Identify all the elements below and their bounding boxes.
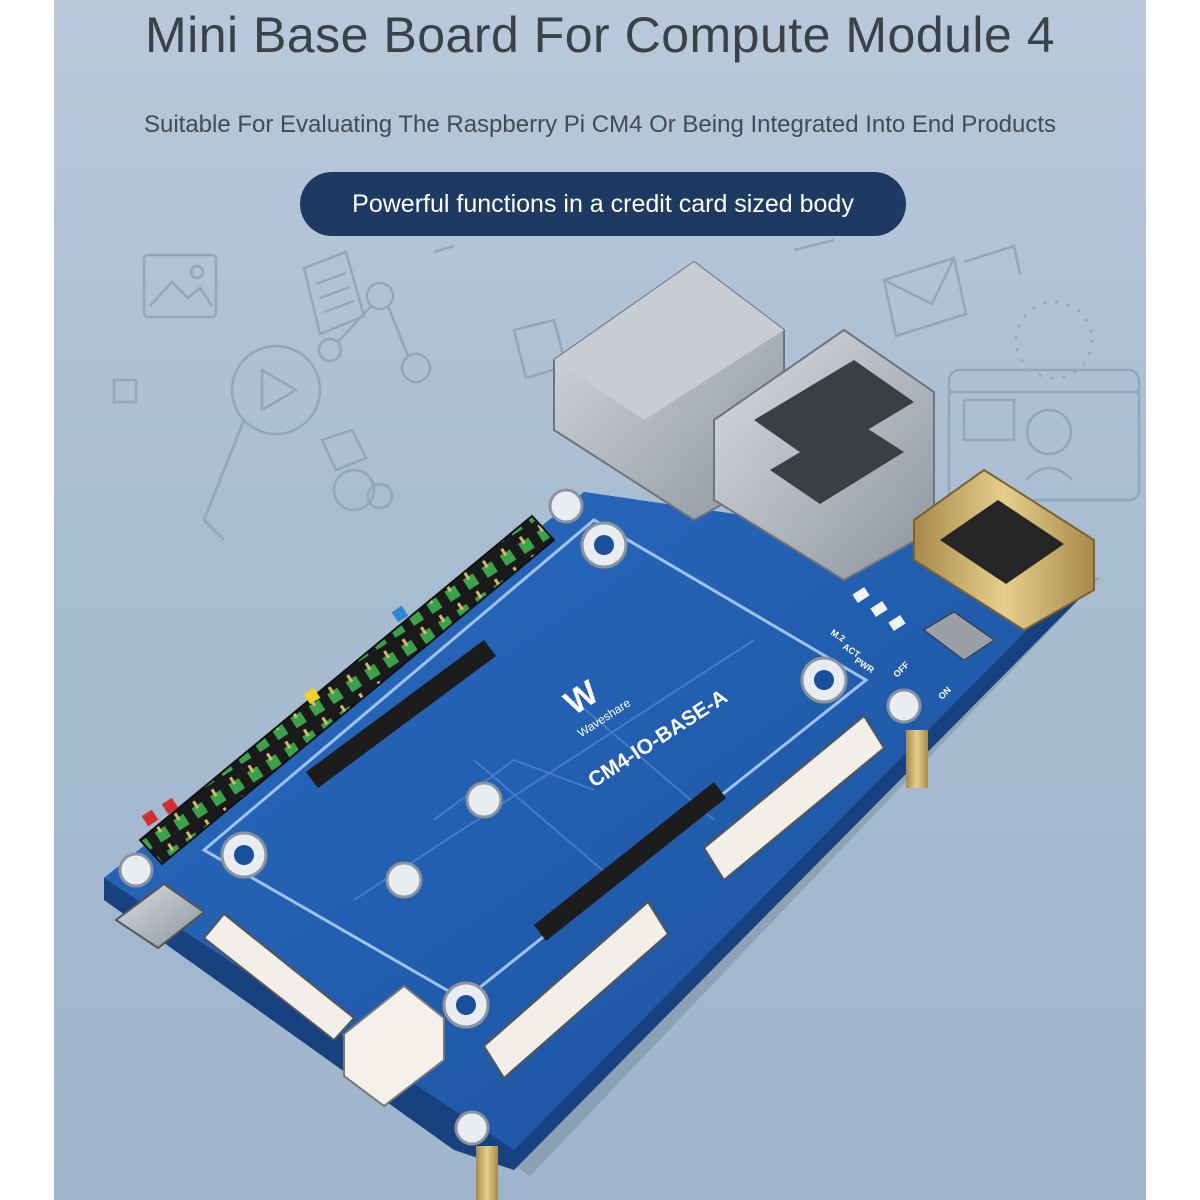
play-icon bbox=[202, 344, 322, 541]
envelope-icon bbox=[882, 244, 1022, 338]
page-title: Mini Base Board For Compute Module 4 bbox=[144, 7, 1056, 63]
product-banner: W Waveshare CM4-IO-BASE-A M.2 ACT PWR OF… bbox=[54, 0, 1146, 1200]
document-icon bbox=[302, 250, 366, 336]
product-illustration: W Waveshare CM4-IO-BASE-A M.2 ACT PWR OF… bbox=[104, 238, 1141, 1200]
page-subtitle: Suitable For Evaluating The Raspberry Pi… bbox=[143, 111, 1057, 138]
cube-icon bbox=[112, 378, 394, 512]
feature-badge: Powerful functions in a credit card size… bbox=[300, 172, 906, 236]
share-icon bbox=[317, 281, 432, 384]
video-call-icon bbox=[947, 300, 1141, 502]
picture-icon bbox=[142, 253, 218, 319]
feature-badge-text: Powerful functions in a credit card size… bbox=[352, 189, 854, 218]
